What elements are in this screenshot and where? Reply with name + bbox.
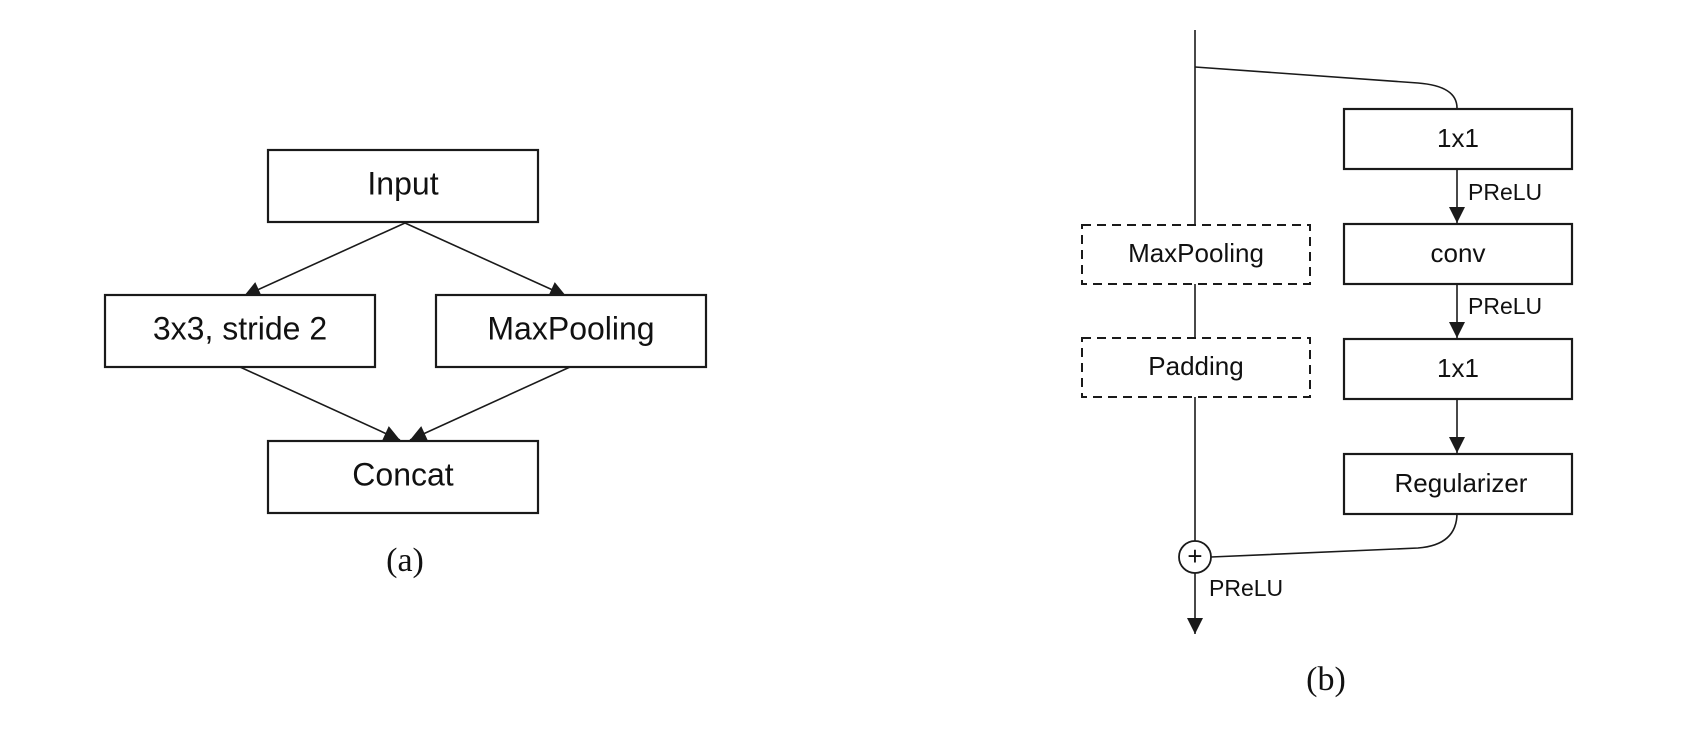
node-padding bbox=[1081, 337, 1311, 398]
branch-split-curve bbox=[1194, 66, 1458, 109]
add-node bbox=[1178, 540, 1212, 574]
node-1x1-bottom bbox=[1342, 337, 1574, 401]
edge-input-to-maxpool bbox=[404, 222, 567, 297]
prelu-label-2: PReLU bbox=[1468, 293, 1542, 319]
edge-maxpool-to-concat bbox=[409, 366, 571, 441]
node-maxpooling-a bbox=[434, 293, 708, 369]
edge-input-to-conv bbox=[243, 222, 406, 297]
diagram-a: Input 3x3, stride 2 MaxPooling Concat (a… bbox=[103, 148, 708, 579]
node-1x1-top bbox=[1342, 107, 1574, 171]
node-1x1-top-label: 1x1 bbox=[1437, 123, 1479, 153]
node-conv-label: conv bbox=[1431, 238, 1486, 268]
node-conv-3x3-label: 3x3, stride 2 bbox=[153, 310, 327, 346]
caption-b: (b) bbox=[1306, 661, 1346, 698]
edge-conv-to-concat bbox=[239, 366, 401, 441]
node-maxpooling-a-label: MaxPooling bbox=[487, 310, 654, 346]
prelu-label-1: PReLU bbox=[1468, 179, 1542, 205]
node-input-label: Input bbox=[367, 165, 438, 201]
node-conv bbox=[1342, 222, 1574, 286]
caption-a: (a) bbox=[386, 542, 424, 579]
node-regularizer-label: Regularizer bbox=[1395, 468, 1528, 498]
node-maxpooling-b-label: MaxPooling bbox=[1128, 238, 1264, 268]
node-input bbox=[266, 148, 540, 224]
diagram-b: MaxPooling Padding 1x1 conv 1x1 Regulari… bbox=[1081, 30, 1574, 698]
branch-merge-curve bbox=[1210, 512, 1458, 558]
node-regularizer bbox=[1342, 452, 1574, 516]
node-concat bbox=[266, 439, 540, 515]
node-concat-label: Concat bbox=[352, 456, 454, 492]
add-symbol-icon: + bbox=[1187, 541, 1202, 571]
node-maxpooling-b bbox=[1081, 224, 1311, 285]
node-1x1-bottom-label: 1x1 bbox=[1437, 353, 1479, 383]
node-padding-label: Padding bbox=[1148, 351, 1243, 381]
prelu-label-out: PReLU bbox=[1209, 575, 1283, 601]
node-conv-3x3 bbox=[103, 293, 377, 369]
